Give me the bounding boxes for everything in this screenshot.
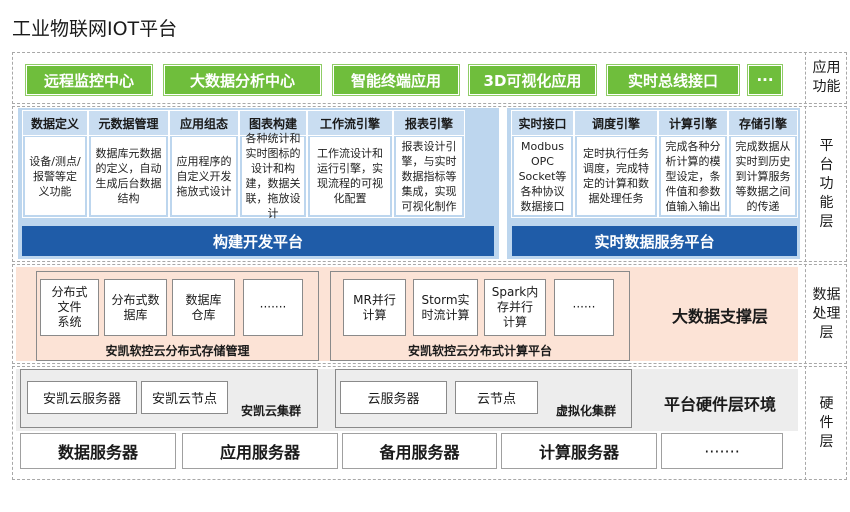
func-body: 工作流设计和运行引擎，实现流程的可视化配置: [310, 137, 390, 215]
func-head: 实时接口: [512, 111, 573, 136]
side-label-data: 数据 处理 层: [805, 264, 847, 364]
cloud-cluster-caption: 安凯云集群: [240, 404, 301, 418]
data-layer-frame: [12, 264, 847, 364]
func-body: 报表设计引擎，与实时数据指标等集成，实现可视化制作: [396, 137, 462, 215]
func-body: 完成数据从实时到历史到计算服务等数据之间的传递: [731, 137, 795, 215]
func-head: 调度引擎: [575, 111, 657, 136]
hardware-layer-frame: [12, 366, 847, 480]
dev-platform-bar: 构建开发平台: [22, 226, 494, 256]
func-head: 数据定义: [23, 111, 87, 136]
func-schedule-engine: 调度引擎 定时执行任务调度，完成特定的计算和数据处理任务: [574, 110, 658, 218]
side-label-hardware: 硬 件 层: [805, 366, 847, 480]
func-workflow-engine: 工作流引擎 工作流设计和运行引擎，实现流程的可视化配置: [307, 110, 393, 218]
func-head: 图表构建: [240, 111, 306, 136]
compute-caption: 安凯软控云分布式计算平台: [407, 344, 552, 358]
app-bigdata-analysis[interactable]: 大数据分析中心: [163, 64, 322, 96]
server-data: 数据服务器: [20, 433, 176, 469]
virtual-cluster-caption: 虚拟化集群: [555, 404, 616, 418]
func-body: Modbus OPC Socket等各种协议数据接口: [514, 137, 571, 215]
compute-mr: MR并行 计算: [343, 279, 406, 336]
storage-distributed-db: 分布式数 据库: [104, 279, 167, 336]
bigdata-layer-name: 大数据支撑层: [671, 307, 768, 326]
server-app: 应用服务器: [182, 433, 338, 469]
app-realtime-bus[interactable]: 实时总线接口: [606, 64, 740, 96]
func-data-definition: 数据定义 设备/测点/报警等定义功能: [22, 110, 88, 218]
func-body: 数据库元数据的定义，自动生成后台数据结构: [91, 137, 166, 215]
func-head: 工作流引擎: [308, 111, 392, 136]
server-compute: 计算服务器: [501, 433, 657, 469]
cloud-server: 安凯云服务器: [27, 381, 137, 414]
page-title: 工业物联网IOT平台: [12, 18, 178, 40]
compute-storm: Storm实 时流计算: [413, 279, 478, 336]
func-body: 设备/测点/报警等定义功能: [25, 137, 85, 215]
app-smart-terminal[interactable]: 智能终端应用: [332, 64, 460, 96]
func-storage-engine: 存储引擎 完成数据从实时到历史到计算服务等数据之间的传递: [728, 110, 798, 218]
server-more: ·······: [661, 433, 783, 469]
cloud-node: 安凯云节点: [141, 381, 228, 414]
func-body: 各种统计和实时图标的设计和构建，数据关联，拖放设计: [242, 132, 304, 220]
func-head: 存储引擎: [729, 111, 797, 136]
func-chart-build: 图表构建 各种统计和实时图标的设计和构建，数据关联，拖放设计: [239, 110, 307, 220]
storage-data-warehouse: 数据库 仓库: [172, 279, 235, 336]
storage-dfs: 分布式 文件 系统: [40, 279, 99, 336]
func-head: 应用组态: [170, 111, 238, 136]
func-body: 完成各种分析计算的模型设定，条件值和参数值输入输出: [661, 137, 725, 215]
app-remote-monitor[interactable]: 远程监控中心: [25, 64, 153, 96]
realtime-platform-bar: 实时数据服务平台: [512, 226, 797, 256]
side-label-app: 应用 功能: [805, 52, 847, 104]
func-body: 应用程序的自定义开发拖放式设计: [172, 137, 236, 215]
virtual-cloud-server: 云服务器: [340, 381, 447, 414]
func-realtime-interface: 实时接口 Modbus OPC Socket等各种协议数据接口: [511, 110, 574, 218]
func-report-engine: 报表引擎 报表设计引擎，与实时数据指标等集成，实现可视化制作: [393, 110, 465, 218]
app-3d-visualization[interactable]: 3D可视化应用: [468, 64, 597, 96]
storage-caption: 安凯软控云分布式存储管理: [105, 344, 250, 358]
platform-layer-frame: [12, 106, 847, 262]
hardware-env-name: 平台硬件层环境: [663, 395, 776, 414]
func-head: 报表引擎: [394, 111, 464, 136]
virtual-cloud-node: 云节点: [455, 381, 538, 414]
func-body: 定时执行任务调度，完成特定的计算和数据处理任务: [577, 137, 655, 215]
app-layer-frame: [12, 52, 847, 104]
func-compute-engine: 计算引擎 完成各种分析计算的模型设定，条件值和参数值输入输出: [658, 110, 728, 218]
side-label-platform: 平 台 功 能 层: [805, 106, 847, 262]
func-head: 计算引擎: [659, 111, 727, 136]
func-app-config: 应用组态 应用程序的自定义开发拖放式设计: [169, 110, 239, 218]
func-head: 元数据管理: [89, 111, 168, 136]
func-metadata-management: 元数据管理 数据库元数据的定义，自动生成后台数据结构: [88, 110, 169, 218]
storage-more: ·······: [243, 279, 303, 336]
compute-more: ······: [554, 279, 614, 336]
compute-spark: Spark内 存并行 计算: [484, 279, 546, 336]
server-backup: 备用服务器: [342, 433, 497, 469]
app-more[interactable]: ···: [747, 64, 783, 96]
